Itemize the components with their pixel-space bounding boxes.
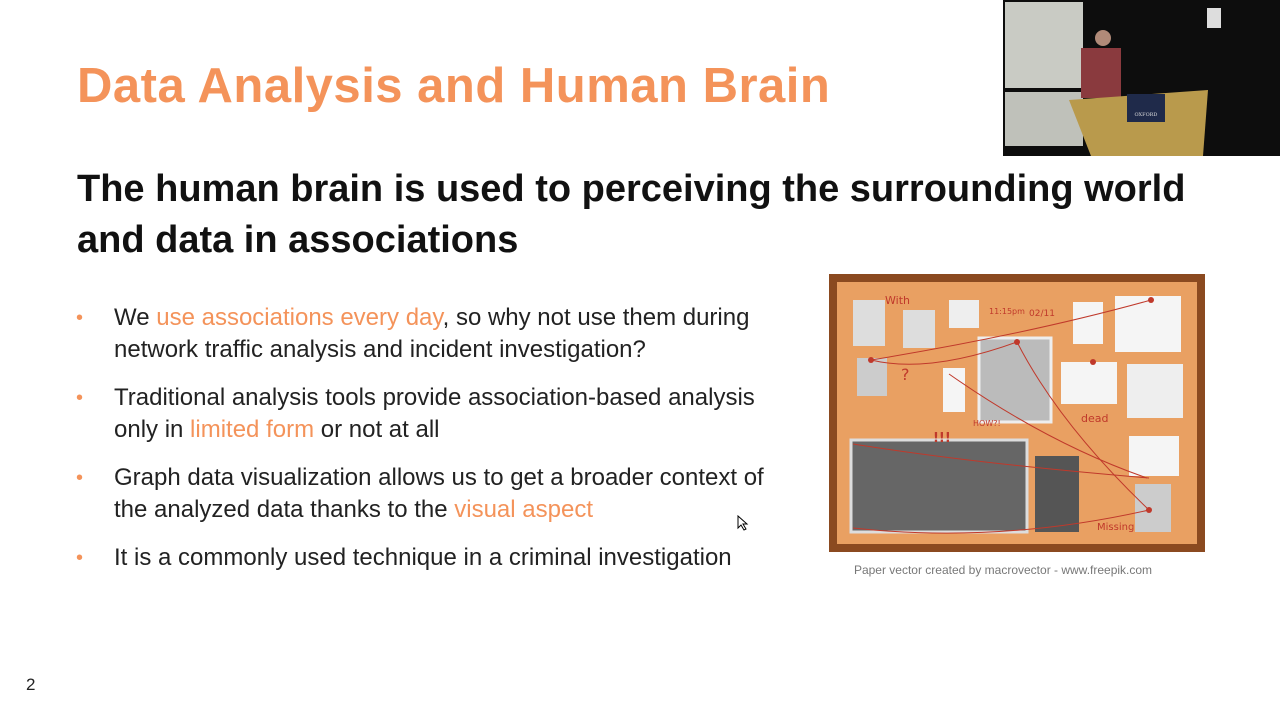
bullet-text: , so why not use them during network tra…	[114, 304, 750, 363]
note-missing: Missing	[1097, 522, 1134, 533]
connection-strings	[852, 299, 1152, 534]
podium	[1069, 90, 1208, 156]
note-with: With	[885, 294, 910, 307]
note-question: ?	[901, 365, 910, 384]
highlight-text: visual aspect	[454, 496, 593, 523]
bullet-marker: •	[76, 307, 84, 329]
bullet-text: Traditional analysis tools provide assoc…	[114, 384, 755, 443]
highlight-text: limited form	[190, 416, 315, 443]
suspect-photo	[857, 358, 887, 396]
speaker-video-inset[interactable]: OXFORD	[1003, 0, 1280, 156]
note-date: 02/11	[1029, 309, 1055, 319]
bullet-item: • We use associations every day, so why n…	[76, 302, 796, 366]
bullet-text: Graph data visualization allows us to ge…	[114, 464, 764, 523]
bullet-marker: •	[76, 467, 84, 489]
bullet-marker: •	[76, 547, 84, 569]
bullet-text: We	[114, 304, 157, 331]
bullet-item: • Graph data visualization allows us to g…	[76, 462, 796, 526]
bullet-list: • We use associations every day, so why n…	[76, 302, 796, 590]
bullet-item: • Traditional analysis tools provide asso…	[76, 382, 796, 446]
bullet-text: or not at all	[314, 416, 440, 443]
note-time: 11:15pm	[989, 307, 1025, 316]
slide-subtitle: The human brain is used to perceiving th…	[77, 168, 1186, 261]
slide-title: Data Analysis and Human Brain	[77, 59, 831, 113]
note-exclaim: !!!	[933, 431, 951, 446]
evidence-board-illustration: With 11:15pm 02/11 ? HOW?! dead !!! Miss…	[829, 274, 1205, 552]
mouse-cursor-icon	[737, 515, 749, 531]
speaker	[1081, 48, 1121, 98]
image-caption: Paper vector created by macrovector - ww…	[853, 563, 1153, 577]
bullet-text: It is a commonly used technique in a cri…	[114, 544, 732, 571]
note-how: HOW?!	[973, 419, 1001, 428]
suspect-photo	[903, 310, 935, 348]
note-dead: dead	[1081, 412, 1108, 425]
bullet-item: • It is a commonly used technique in a cr…	[76, 542, 796, 574]
bullet-marker: •	[76, 387, 84, 409]
highlight-text: use associations every day	[156, 304, 443, 331]
podium-label: OXFORD	[1135, 112, 1158, 118]
suspect-photo	[853, 300, 885, 346]
page-number: 2	[26, 675, 36, 694]
